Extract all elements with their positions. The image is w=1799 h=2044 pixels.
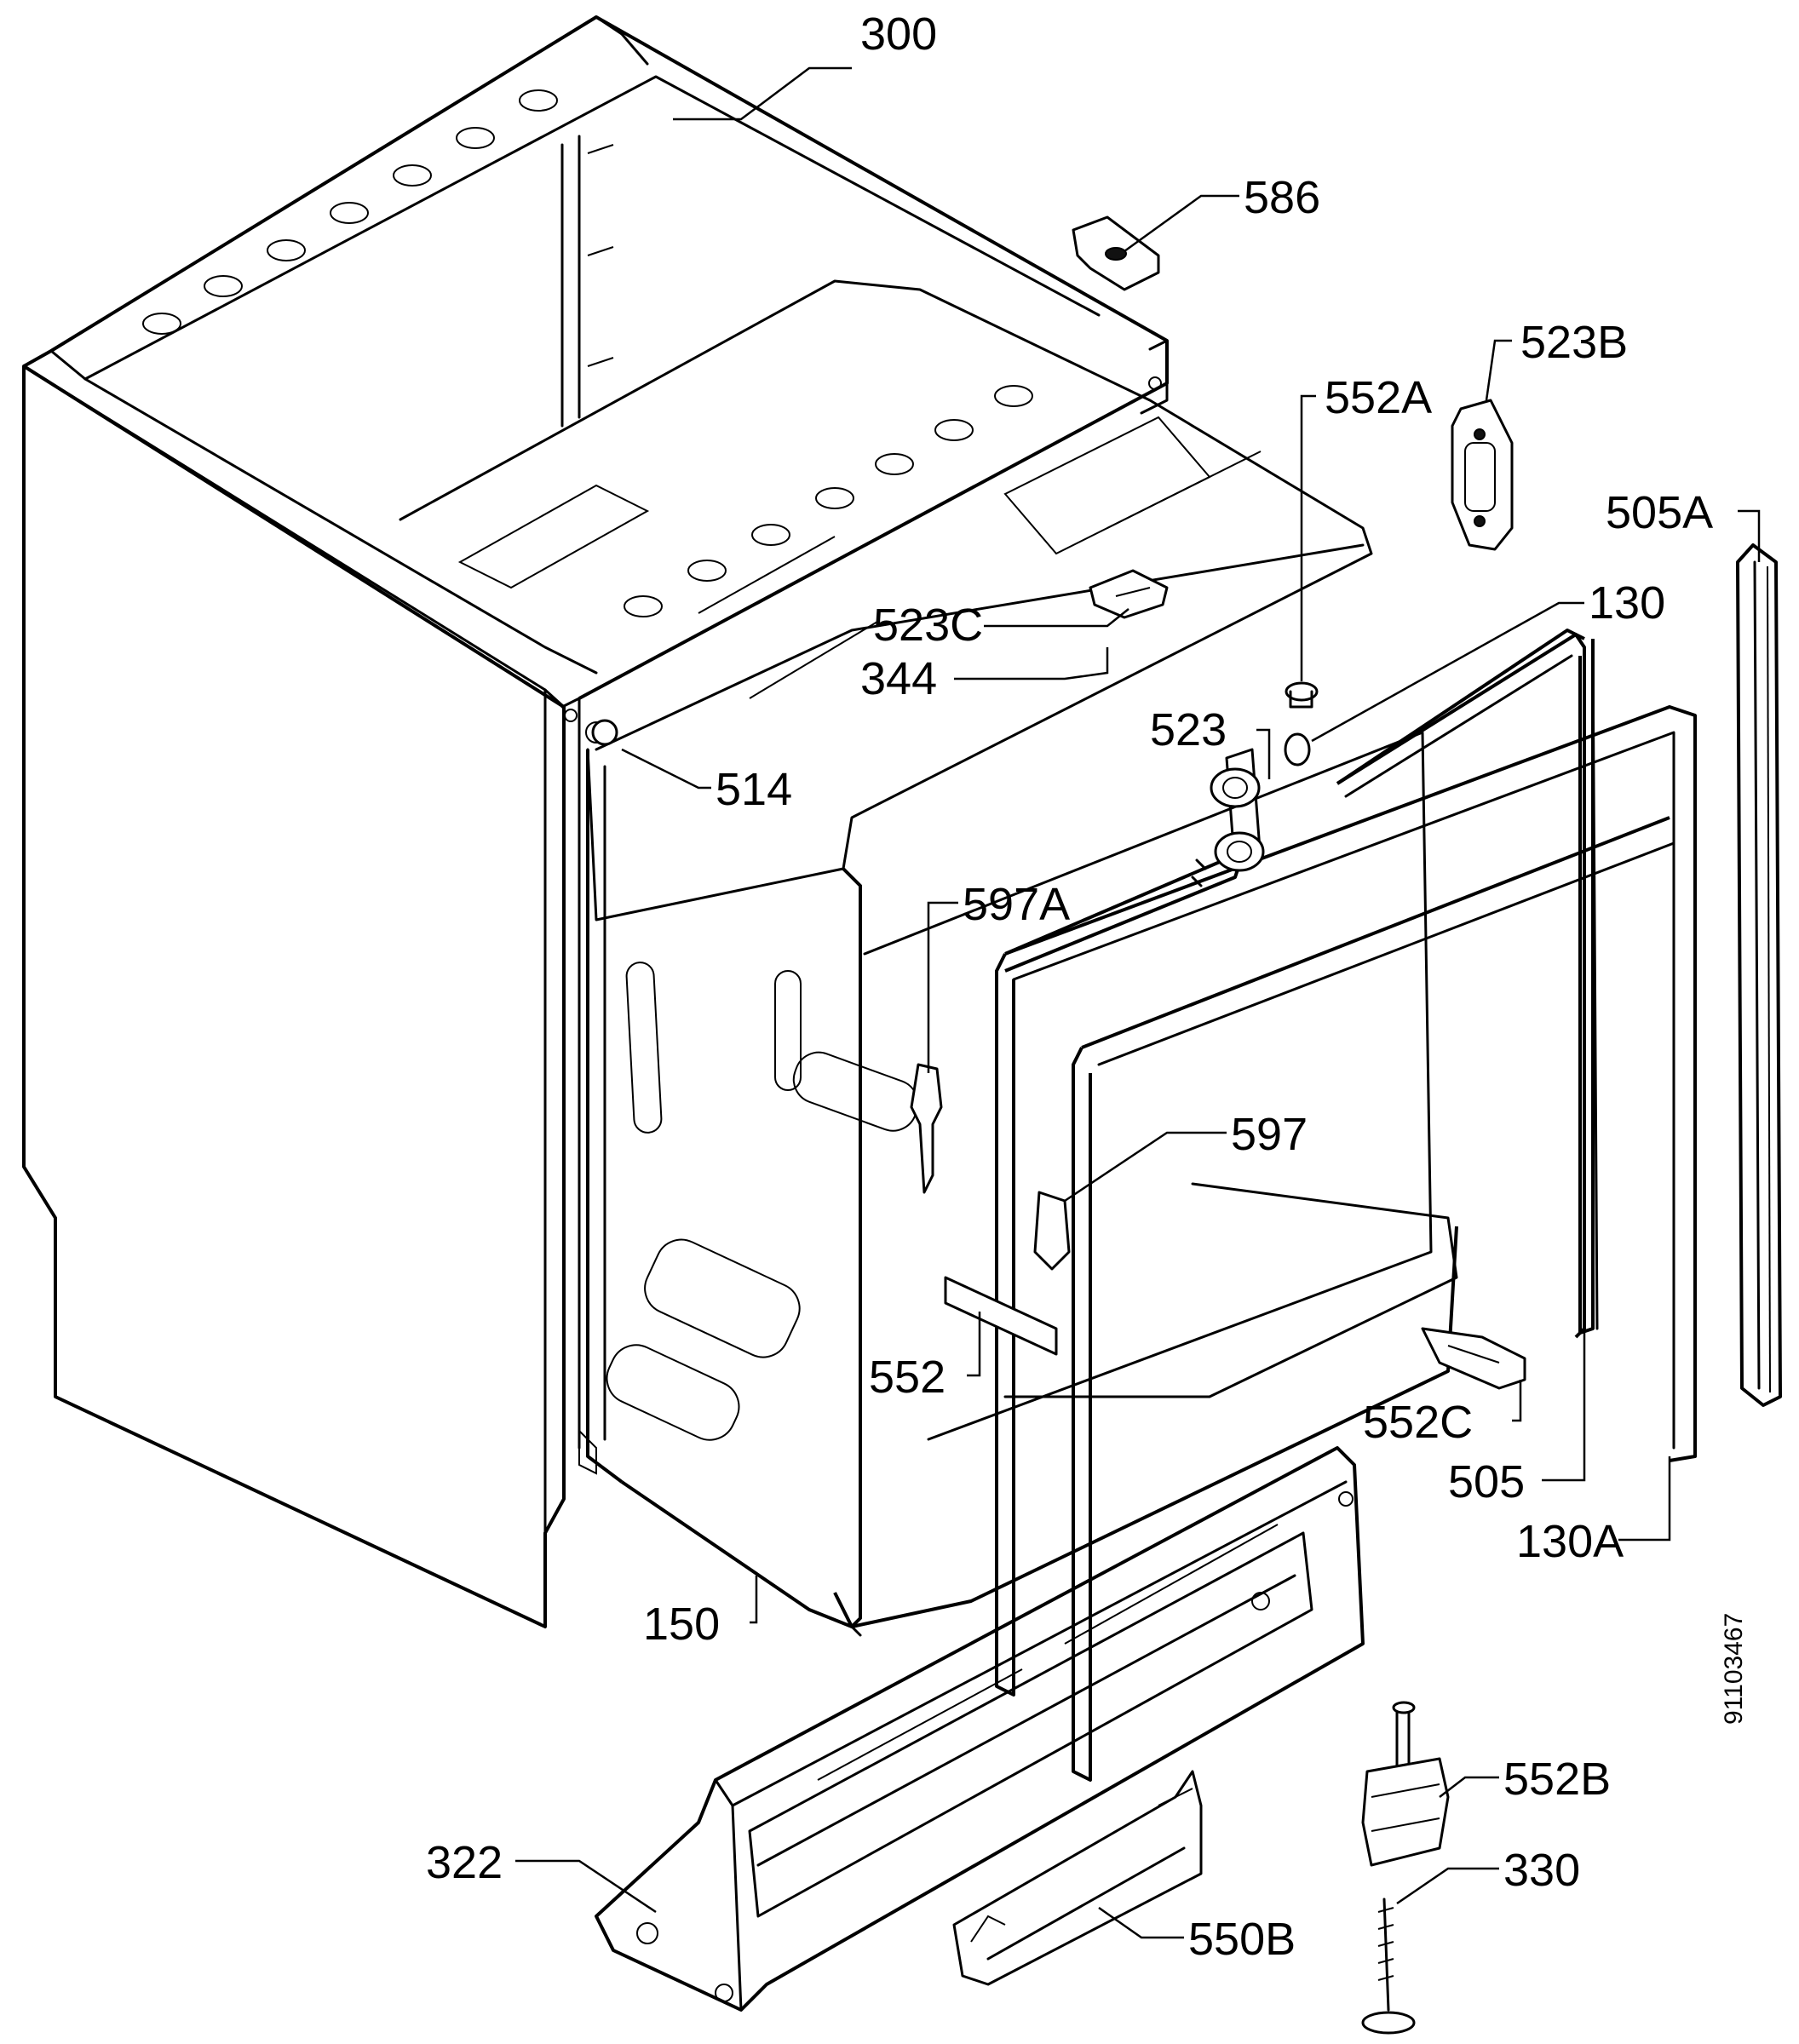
label-523b: 523B [1520,317,1628,368]
label-597a: 597A [963,879,1070,930]
part-130-ring [1284,732,1311,766]
label-130: 130 [1589,577,1665,629]
seal-130 [1336,633,1599,1339]
part-523-rollers [1210,748,1265,872]
label-523: 523 [1150,704,1227,755]
label-330: 330 [1503,1845,1580,1896]
seal-505 [1336,629,1595,1335]
label-505a: 505A [1606,487,1713,538]
part-552b-foot [1361,1701,1450,1867]
label-597: 597 [1231,1109,1308,1160]
label-505: 505 [1448,1456,1525,1507]
part-597a-lock [910,1063,943,1194]
seal-130a-frame [995,705,1697,1782]
part-514-hook [591,719,618,746]
label-150: 150 [643,1599,720,1650]
label-523c: 523C [873,600,983,651]
label-552: 552 [869,1352,945,1403]
label-552a: 552A [1325,372,1432,423]
label-344: 344 [860,653,937,704]
label-322: 322 [426,1837,503,1888]
label-300: 300 [860,9,937,60]
label-552c: 552C [1363,1397,1473,1448]
part-552a-screw [1285,681,1319,709]
leader-lines [515,66,1761,1939]
part-523b-plate [1451,399,1514,551]
cabinet-frame [22,15,1169,1628]
part-330-screw [1361,1898,1416,2035]
part-550b-bracket [952,1770,1203,1986]
part-597-latch [1033,1191,1071,1271]
label-552b: 552B [1503,1754,1611,1805]
label-586: 586 [1244,172,1320,223]
part-552-rail [944,1276,1058,1356]
part-labels: 300 586 523B 552A 505A 130 523C 344 523 … [426,9,1713,1965]
part-523c-hinge [1089,569,1169,619]
label-130a: 130A [1516,1516,1624,1567]
tub [399,279,1458,1637]
label-550b: 550B [1188,1914,1296,1965]
document-number: 91103467 [1720,1613,1748,1725]
part-552c-bracket [1421,1327,1526,1390]
part-586-bracket [1072,215,1160,291]
base-frame-322 [595,1446,1365,2012]
side-strip-505a [1736,543,1782,1407]
label-514: 514 [716,764,792,815]
